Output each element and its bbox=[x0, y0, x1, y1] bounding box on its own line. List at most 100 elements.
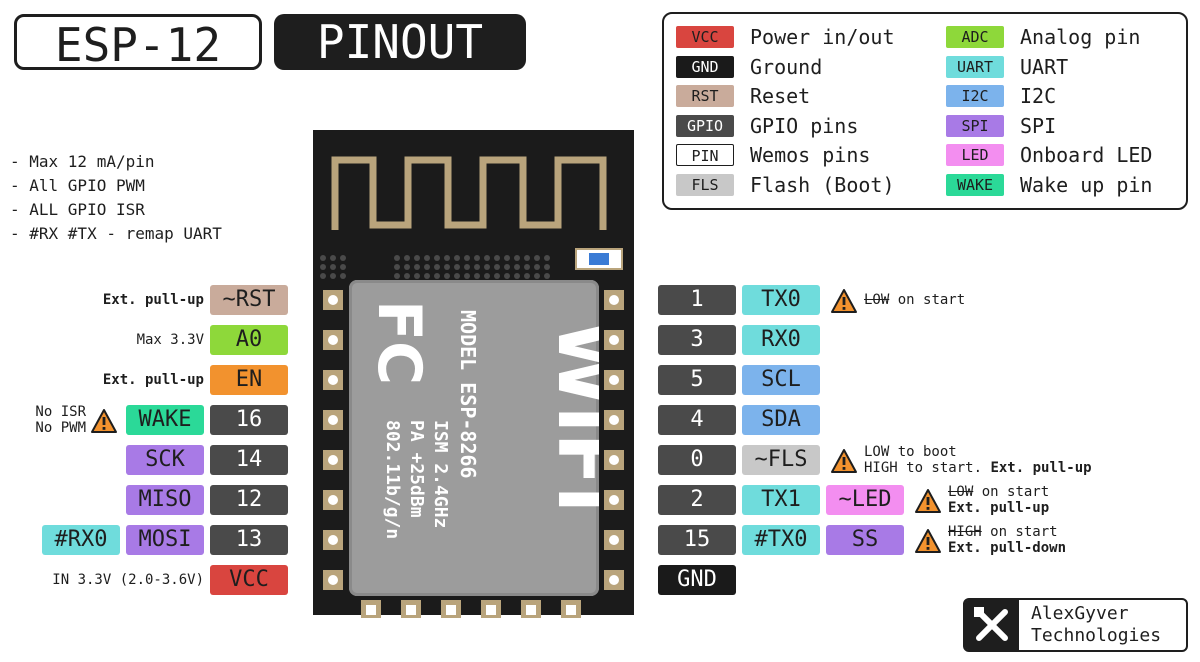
pin-label: ~RST bbox=[210, 285, 288, 315]
legend-label: Analog pin bbox=[1020, 25, 1141, 49]
pin-label: RX0 bbox=[742, 325, 820, 355]
chip-markings: WiFi MODEL ESP-8266 ISM 2.4GHz PA +25dBm… bbox=[364, 300, 599, 539]
pin-note: HIGH to start. Ext. pull-up bbox=[864, 460, 1092, 476]
legend-swatch-gpio: GPIO bbox=[676, 114, 734, 137]
pin-label: EN bbox=[210, 365, 288, 395]
pin-note: LOW on start bbox=[948, 484, 1050, 500]
legend-swatch-gnd: GND bbox=[676, 55, 734, 78]
legend-swatch-rst: RST bbox=[676, 85, 734, 107]
pin-note: Ext. pull-down bbox=[948, 540, 1067, 556]
bottom-pads bbox=[361, 600, 581, 618]
legend-swatch-adc: ADC bbox=[946, 26, 1004, 48]
pin-note: HIGH on start bbox=[948, 524, 1058, 540]
legend-swatch-uart: UART bbox=[946, 55, 1004, 78]
pad bbox=[604, 450, 624, 470]
pin-note: LOW to boot bbox=[864, 444, 957, 460]
pin-label: #RX0 bbox=[42, 525, 120, 555]
legend-swatch-spi: SPI bbox=[946, 114, 1004, 137]
smd-component bbox=[575, 248, 623, 270]
pin-label: MOSI bbox=[126, 525, 204, 555]
legend-swatch-pin: PIN bbox=[676, 144, 734, 166]
pin-label: 3 bbox=[658, 325, 736, 355]
pad bbox=[604, 330, 624, 350]
warning-icon bbox=[915, 529, 941, 553]
legend-label: UART bbox=[1020, 54, 1069, 79]
pin-label: GND bbox=[658, 565, 736, 595]
legend-label: GPIO pins bbox=[750, 113, 859, 138]
pad bbox=[323, 530, 343, 550]
pin-note: LOW on start bbox=[864, 292, 966, 308]
legend-label: Ground bbox=[750, 54, 823, 79]
warning-icon bbox=[915, 489, 941, 513]
pin-label: SDA bbox=[742, 405, 820, 435]
warning-icon bbox=[91, 409, 117, 433]
pin-note: Ext. pull-up bbox=[102, 372, 204, 388]
brand-box: AlexGyver Technologies bbox=[963, 598, 1188, 652]
via-dots bbox=[320, 255, 550, 279]
warning-icon bbox=[831, 449, 857, 473]
pin-note: Max 3.3V bbox=[136, 332, 204, 348]
pin-label: A0 bbox=[210, 325, 288, 355]
rf-shield: WiFi MODEL ESP-8266 ISM 2.4GHz PA +25dBm… bbox=[349, 280, 599, 596]
pad bbox=[604, 410, 624, 430]
pad bbox=[323, 570, 343, 590]
pad bbox=[323, 450, 343, 470]
model-line: ISM 2.4GHz bbox=[430, 420, 451, 528]
pad bbox=[604, 530, 624, 550]
model-line: MODEL ESP-8266 bbox=[456, 310, 480, 479]
pin-note: No PWM bbox=[35, 420, 86, 436]
note-item: - ALL GPIO ISR bbox=[10, 200, 145, 219]
pin-label: 4 bbox=[658, 405, 736, 435]
pin-label: 14 bbox=[210, 445, 288, 475]
note-item: - #RX #TX - remap UART bbox=[10, 224, 222, 243]
legend-swatch-fls: FLS bbox=[676, 173, 734, 196]
pin-label: WAKE bbox=[126, 405, 204, 435]
notes-list: - Max 12 mA/pin - All GPIO PWM - ALL GPI… bbox=[10, 150, 222, 246]
warning-icon bbox=[831, 289, 857, 313]
pin-label: ~FLS bbox=[742, 445, 820, 475]
note-item: - Max 12 mA/pin bbox=[10, 152, 155, 171]
pin-label: ~LED bbox=[826, 485, 904, 515]
pin-label: 5 bbox=[658, 365, 736, 395]
pad bbox=[323, 370, 343, 390]
legend-label: Wake up pin bbox=[1020, 172, 1153, 197]
pin-label: 12 bbox=[210, 485, 288, 515]
pin-label: SCL bbox=[742, 365, 820, 395]
legend-label: Reset bbox=[750, 84, 811, 108]
pin-label: MISO bbox=[126, 485, 204, 515]
brand-line2: Technologies bbox=[1031, 625, 1162, 646]
model-line: 802.11b/g/n bbox=[382, 420, 403, 539]
pad bbox=[323, 410, 343, 430]
pad bbox=[604, 490, 624, 510]
legend-label: Wemos pins bbox=[750, 143, 871, 167]
pad bbox=[323, 290, 343, 310]
pad bbox=[604, 370, 624, 390]
pin-label: SCK bbox=[126, 445, 204, 475]
title-esp12: ESP-12 bbox=[14, 14, 262, 72]
model-line: PA +25dBm bbox=[406, 420, 427, 518]
legend-swatch-i2c: I2C bbox=[946, 85, 1004, 107]
title-pinout: PINOUT bbox=[274, 14, 526, 70]
legend-swatch-led: LED bbox=[946, 144, 1004, 166]
pin-label: SS bbox=[826, 525, 904, 555]
pin-label: 2 bbox=[658, 485, 736, 515]
wifi-text: WiFi bbox=[540, 320, 599, 513]
pad bbox=[604, 570, 624, 590]
pin-label: 16 bbox=[210, 405, 288, 435]
pin-label: 15 bbox=[658, 525, 736, 555]
legend-label: I2C bbox=[1020, 84, 1057, 108]
pin-note: Ext. pull-up bbox=[948, 500, 1050, 516]
note-item: - All GPIO PWM bbox=[10, 176, 145, 195]
pin-note: IN 3.3V (2.0-3.6V) bbox=[52, 572, 204, 588]
pad bbox=[604, 290, 624, 310]
pin-label: 0 bbox=[658, 445, 736, 475]
antenna-trace bbox=[331, 156, 607, 230]
fc-logo: FC bbox=[364, 300, 434, 385]
tools-icon bbox=[965, 600, 1019, 650]
pad bbox=[323, 330, 343, 350]
pin-label: 13 bbox=[210, 525, 288, 555]
pin-label: #TX0 bbox=[742, 525, 820, 555]
pin-label: VCC bbox=[210, 565, 288, 595]
legend-label: Onboard LED bbox=[1020, 143, 1153, 167]
pin-label: TX0 bbox=[742, 285, 820, 315]
